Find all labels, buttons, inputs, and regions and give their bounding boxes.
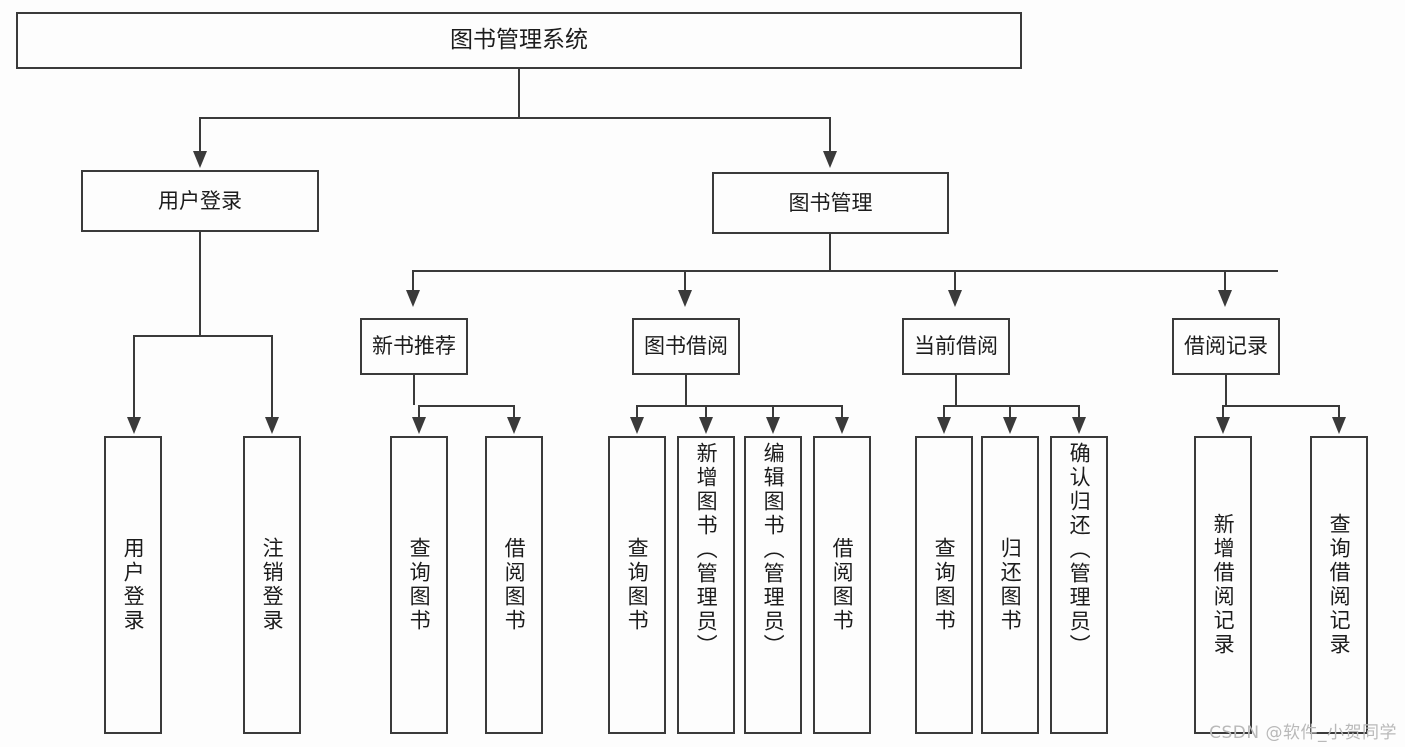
leaf-user-login: 用户登录: [104, 436, 162, 734]
connector-drop-query-book-2: [636, 405, 638, 419]
node-label: 注销登录: [260, 537, 285, 633]
connector-current-borrow-bus: [943, 405, 1079, 407]
leaf-add-borrow-record: 新增借阅记录: [1194, 436, 1252, 734]
leaf-confirm-return-admin: 确认归还（管理员）: [1050, 436, 1108, 734]
node-label: 查询借阅记录: [1327, 513, 1352, 657]
arrow-to-edit-book: [766, 417, 780, 434]
arrow-to-leaf-logout: [265, 417, 279, 434]
connector-new-book-rec-stem: [413, 375, 415, 405]
node-label: 新增图书（管理员）: [694, 442, 719, 658]
node-new-book-recommend: 新书推荐: [360, 318, 468, 375]
connector-drop-add-record: [1222, 405, 1224, 419]
node-book-borrow: 图书借阅: [632, 318, 740, 375]
node-label: 图书借阅: [644, 334, 728, 359]
arrow-to-query-book-2: [630, 417, 644, 434]
connector-drop-book-borrow: [684, 270, 686, 292]
connector-current-borrow-stem: [955, 375, 957, 405]
node-label: 归还图书: [998, 537, 1023, 633]
connector-drop-borrow-book-2: [841, 405, 843, 419]
arrow-to-add-book: [699, 417, 713, 434]
connector-drop-leaf-logout: [271, 335, 273, 419]
connector-book-borrow-stem: [685, 375, 687, 405]
connector-book-borrow-bus: [636, 405, 842, 407]
node-label: 新增借阅记录: [1211, 513, 1236, 657]
node-root-system: 图书管理系统: [16, 12, 1022, 69]
node-user-login: 用户登录: [81, 170, 319, 232]
arrow-to-confirm-return: [1072, 417, 1086, 434]
node-label: 查询图书: [625, 537, 650, 633]
node-borrow-record: 借阅记录: [1172, 318, 1280, 375]
arrow-to-borrow-book-1: [507, 417, 521, 434]
node-label: 编辑图书（管理员）: [761, 442, 786, 658]
node-label: 当前借阅: [914, 334, 998, 359]
node-label: 图书管理: [788, 190, 873, 215]
node-label: 图书管理系统: [450, 27, 588, 54]
node-label: 用户登录: [121, 537, 146, 633]
connector-new-book-rec-bus: [418, 405, 514, 407]
connector-drop-edit-book: [772, 405, 774, 419]
node-label: 新书推荐: [372, 334, 456, 359]
leaf-edit-book-admin: 编辑图书（管理员）: [744, 436, 802, 734]
connector-root-bus: [199, 117, 831, 119]
arrow-to-new-book-rec: [406, 290, 420, 307]
node-current-borrow: 当前借阅: [902, 318, 1010, 375]
arrow-to-borrow-record: [1218, 290, 1232, 307]
leaf-borrow-book-rec: 借阅图书: [485, 436, 543, 734]
connector-drop-current-borrow: [954, 270, 956, 292]
arrow-to-current-borrow: [948, 290, 962, 307]
connector-drop-leaf-user-login: [133, 335, 135, 419]
node-label: 确认归还（管理员）: [1067, 442, 1092, 658]
leaf-query-book-rec: 查询图书: [390, 436, 448, 734]
node-label: 借阅图书: [830, 537, 855, 633]
arrow-to-borrow-book-2: [835, 417, 849, 434]
arrow-to-add-record: [1216, 417, 1230, 434]
leaf-borrow-book: 借阅图书: [813, 436, 871, 734]
connector-drop-user-login: [199, 117, 201, 153]
arrow-to-leaf-user-login: [127, 417, 141, 434]
arrow-to-book-manage: [823, 151, 837, 168]
arrow-to-query-book-3: [937, 417, 951, 434]
connector-drop-confirm-return: [1078, 405, 1080, 419]
connector-drop-query-book-3: [943, 405, 945, 419]
arrow-to-query-book-1: [412, 417, 426, 434]
connector-drop-borrow-book-1: [513, 405, 515, 419]
connector-drop-query-book-1: [418, 405, 420, 419]
arrow-to-return-book: [1003, 417, 1017, 434]
arrow-to-user-login: [193, 151, 207, 168]
csdn-watermark: CSDN @软件_小贺同学: [1209, 723, 1397, 743]
leaf-return-book: 归还图书: [981, 436, 1039, 734]
leaf-logout: 注销登录: [243, 436, 301, 734]
connector-drop-query-record: [1338, 405, 1340, 419]
arrow-to-query-record: [1332, 417, 1346, 434]
leaf-query-book-current: 查询图书: [915, 436, 973, 734]
connector-book-manage-stem: [829, 233, 831, 270]
connector-drop-borrow-record: [1224, 270, 1226, 292]
node-book-management: 图书管理: [712, 172, 949, 234]
leaf-query-borrow-record: 查询借阅记录: [1310, 436, 1368, 734]
connector-drop-return-book: [1009, 405, 1011, 419]
connector-drop-new-book-rec: [412, 270, 414, 292]
node-label: 用户登录: [158, 188, 242, 213]
connector-drop-add-book: [705, 405, 707, 419]
connector-drop-book-manage: [829, 117, 831, 153]
node-label: 借阅图书: [502, 537, 527, 633]
node-label: 借阅记录: [1184, 334, 1268, 359]
connector-user-login-stem: [199, 232, 201, 335]
arrow-to-book-borrow: [678, 290, 692, 307]
node-label: 查询图书: [932, 537, 957, 633]
node-label: 查询图书: [407, 537, 432, 633]
connector-borrow-record-stem: [1225, 375, 1227, 405]
connector-book-manage-bus: [412, 270, 1278, 272]
connector-root-stem: [518, 69, 520, 117]
connector-borrow-record-bus: [1222, 405, 1339, 407]
leaf-query-book-borrow: 查询图书: [608, 436, 666, 734]
leaf-add-book-admin: 新增图书（管理员）: [677, 436, 735, 734]
connector-user-login-bus: [133, 335, 272, 337]
